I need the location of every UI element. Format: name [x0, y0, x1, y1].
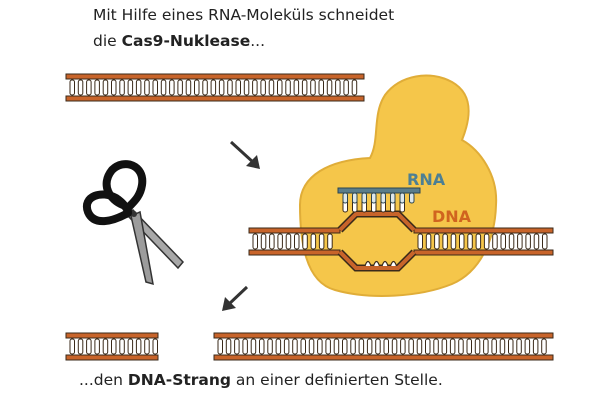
caption-top-post: ...: [250, 32, 266, 50]
dna-strand-cut-right: [213, 332, 554, 361]
caption-top-line-1: Mit Hilfe eines RNA-Moleküls schneidet: [93, 6, 395, 24]
caption-bottom-bold: DNA-Strang: [127, 371, 231, 389]
caption-bottom-post: an einer definierten Stelle.: [231, 371, 443, 389]
rna-label: RNA: [407, 170, 446, 189]
dna-strand-top: [65, 73, 365, 102]
scissors-icon: [82, 160, 185, 286]
caption-top-bold: Cas9-Nuklease: [121, 32, 251, 50]
dna-label: DNA: [432, 207, 472, 226]
dna-strand-cut-left: [65, 332, 159, 361]
caption-bottom-pre: ...den: [79, 371, 128, 389]
caption-bottom: ...den DNA-Strang an einer definierten S…: [79, 371, 443, 389]
arrow-down-right-icon: [229, 140, 260, 169]
arrow-down-left-icon: [222, 285, 249, 311]
cas9-protein: [298, 74, 498, 297]
caption-top-pre: die: [93, 32, 122, 50]
dna-strand-bound: [248, 199, 554, 272]
rna-molecule: [337, 187, 421, 204]
caption-top-line-2: die Cas9-Nuklease...: [93, 32, 265, 50]
